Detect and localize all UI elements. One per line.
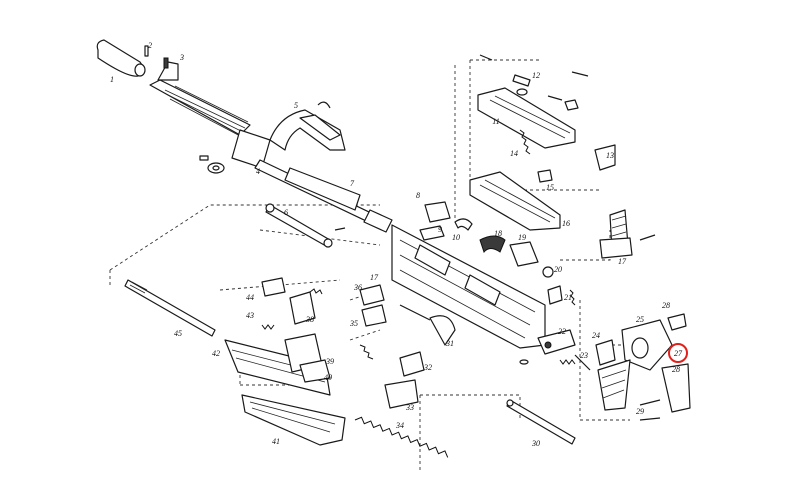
part-9-latch xyxy=(419,225,445,241)
part-label-28b: 28 xyxy=(672,365,680,374)
part-label-18: 18 xyxy=(494,229,502,238)
part-label-1: 1 xyxy=(110,75,114,84)
part-label-12: 12 xyxy=(532,71,540,80)
part-label-33: 33 xyxy=(405,403,414,412)
part-label-35: 35 xyxy=(349,319,358,328)
part-5-carry-handle xyxy=(269,101,346,151)
part-35-36-catch xyxy=(359,284,387,327)
part-7-barrel xyxy=(254,159,393,233)
part-1-handle xyxy=(96,39,146,77)
part-label-31: 31 xyxy=(445,339,454,348)
part-label-17b: 17 xyxy=(370,273,379,282)
part-label-13: 13 xyxy=(606,151,614,160)
part-label-21: 21 xyxy=(564,293,572,302)
part-29-pins xyxy=(639,399,661,421)
part-label-23: 23 xyxy=(580,351,588,360)
part-label-32: 32 xyxy=(423,363,432,372)
part-label-20: 20 xyxy=(554,265,562,274)
part-31-lever xyxy=(399,304,456,346)
part-44-sear xyxy=(261,277,286,297)
part-38-trigger-bar xyxy=(289,288,323,325)
part-label-36: 36 xyxy=(353,283,362,292)
part-label-5: 5 xyxy=(294,101,298,110)
part-11-top-cover xyxy=(477,87,576,149)
part-20-ring xyxy=(542,266,554,278)
part-22-bolt xyxy=(537,329,576,355)
part-label-27: 27 xyxy=(674,349,683,358)
part-8-block xyxy=(424,201,451,223)
part-18-spring-leaf xyxy=(479,235,506,253)
part-21-clip xyxy=(547,285,576,306)
part-label-16: 16 xyxy=(562,219,570,228)
part-33-disconnector xyxy=(384,379,419,409)
part-label-42: 42 xyxy=(212,349,220,358)
part-label-17: 17 xyxy=(618,257,627,266)
part-12-pin xyxy=(512,74,531,96)
part-label-24: 24 xyxy=(592,331,600,340)
part-17-rear-sight xyxy=(599,209,656,259)
part-label-8: 8 xyxy=(416,191,420,200)
part-label-22: 22 xyxy=(558,327,566,336)
part-32-spring-pin xyxy=(359,344,425,377)
part-label-34: 34 xyxy=(395,421,404,430)
part-16-feed-tray xyxy=(469,171,561,231)
part-41-bolt-carrier xyxy=(241,394,346,446)
part-label-14: 14 xyxy=(510,149,518,158)
part-34-recoil-spring xyxy=(354,416,449,458)
part-label-29: 29 xyxy=(636,407,644,416)
part-23-pin xyxy=(519,354,591,371)
part-3-front-sight xyxy=(157,57,179,81)
part-label-39: 39 xyxy=(325,357,334,366)
part-30-operating-rod xyxy=(506,399,576,445)
part-label-4: 4 xyxy=(256,167,260,176)
part-label-41: 41 xyxy=(272,437,280,446)
part-label-28: 28 xyxy=(662,301,670,310)
part-6-gas-piston-guide xyxy=(265,203,346,248)
part-26-pistol-grip xyxy=(597,359,631,411)
part-39-40-hammer-block xyxy=(284,333,331,383)
part-label-40: 40 xyxy=(324,373,332,382)
part-label-30: 30 xyxy=(531,439,540,448)
part-label-9: 9 xyxy=(438,225,442,234)
part-label-2: 2 xyxy=(148,41,152,50)
highlight-circle xyxy=(668,343,688,363)
part-label-6: 6 xyxy=(284,208,288,217)
part-pin-washer xyxy=(199,155,225,174)
part-15-clip xyxy=(537,169,553,183)
part-label-38: 38 xyxy=(305,315,314,324)
part-label-44: 44 xyxy=(246,293,254,302)
part-label-25: 25 xyxy=(636,315,644,324)
part-25-grip-frame xyxy=(621,319,673,371)
part-label-45: 45 xyxy=(174,329,182,338)
part-14-spring xyxy=(519,129,531,155)
part-10-spring-clip xyxy=(454,218,473,231)
part-43-spring xyxy=(261,324,275,330)
part-4-barrel-jacket xyxy=(149,79,271,169)
part-label-10: 10 xyxy=(452,233,460,242)
part-28-trigger-spring xyxy=(661,313,691,413)
part-2-pin xyxy=(144,45,149,57)
part-13-cover-latch xyxy=(594,144,616,171)
part-label-3: 3 xyxy=(179,53,184,62)
part-label-7: 7 xyxy=(350,179,355,188)
part-label-19: 19 xyxy=(518,233,526,242)
part-label-11: 11 xyxy=(492,117,499,126)
part-label-15: 15 xyxy=(546,183,554,192)
part-45-gas-tube xyxy=(124,279,216,337)
part-label-43: 43 xyxy=(246,311,254,320)
part-19-slide xyxy=(509,241,539,267)
part-24-trigger-guard xyxy=(595,339,616,366)
receiver-body xyxy=(391,224,546,349)
part-small-pins-top xyxy=(479,54,589,111)
